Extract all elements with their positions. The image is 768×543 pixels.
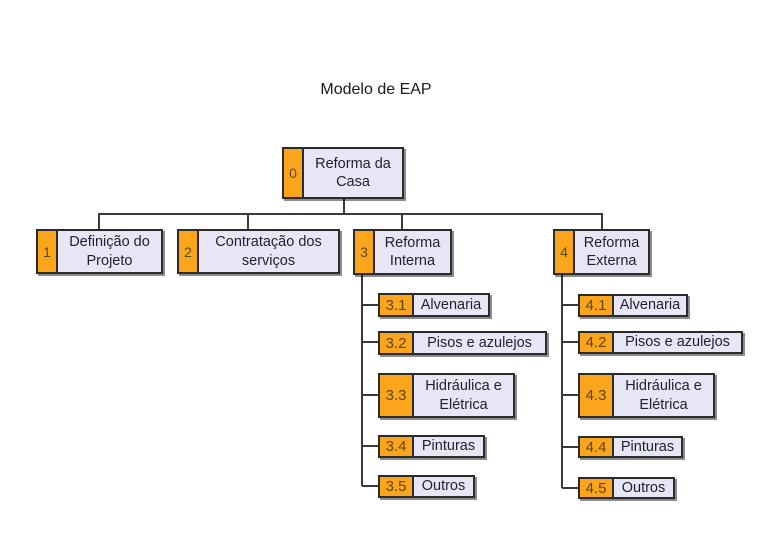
connector-stub-4-3 [562, 394, 578, 396]
node-label: Definição do Projeto [69, 234, 150, 269]
node-label: Pinturas [620, 438, 675, 455]
connector-spine-3 [361, 275, 363, 486]
connector-stub-3-5 [362, 485, 378, 487]
wbs-node-3-4: 3.4 Pinturas [378, 435, 485, 458]
connector-stub-3-2 [362, 341, 378, 343]
node-number: 3.4 [380, 437, 414, 456]
node-label: Pisos e azulejos [427, 334, 532, 351]
connector-drop-n2 [247, 213, 249, 229]
node-label: Hidráulica e Elétrica [625, 378, 702, 413]
wbs-node-2: 2 Contratação dos serviços [177, 229, 340, 274]
connector-stub-4-4 [562, 446, 578, 448]
wbs-node-3-1: 3.1 Alvenaria [378, 293, 490, 317]
node-number: 2 [179, 231, 199, 272]
connector-drop-n3 [401, 213, 403, 229]
node-number: 4.2 [580, 333, 614, 352]
wbs-node-4-2: 4.2 Pisos e azulejos [578, 331, 743, 354]
wbs-node-4-1: 4.1 Alvenaria [578, 294, 688, 317]
node-number: 4.1 [580, 296, 614, 315]
node-label: Reforma Externa [583, 234, 640, 269]
node-label: Hidráulica e Elétrica [425, 378, 502, 413]
wbs-node-3-5: 3.5 Outros [378, 475, 475, 498]
wbs-node-4-4: 4.4 Pinturas [578, 436, 683, 458]
node-label: Alvenaria [420, 296, 482, 313]
wbs-node-0: 0 Reforma da Casa [282, 147, 404, 199]
node-label: Pisos e azulejos [625, 334, 730, 351]
node-number: 1 [38, 231, 58, 272]
connector-drop-n4 [601, 213, 603, 229]
node-number: 4.4 [580, 438, 614, 456]
node-label: Pinturas [421, 438, 476, 455]
wbs-node-1: 1 Definição do Projeto [36, 229, 163, 274]
connector-drop-n1 [98, 213, 100, 229]
node-number: 3.3 [380, 375, 414, 416]
wbs-node-4: 4 Reforma Externa [553, 229, 650, 275]
connector-stub-3-4 [362, 445, 378, 447]
connector-bus [98, 213, 603, 215]
node-label: Contratação dos serviços [215, 234, 322, 269]
connector-stub-3-3 [362, 394, 378, 396]
node-label: Alvenaria [619, 297, 681, 314]
diagram-title: Modelo de EAP [320, 81, 432, 98]
wbs-node-4-5: 4.5 Outros [578, 477, 675, 499]
node-number: 4 [555, 231, 575, 273]
wbs-node-3-3: 3.3 Hidráulica e Elétrica [378, 373, 515, 418]
connector-root-drop [343, 199, 345, 214]
connector-stub-4-5 [562, 487, 578, 489]
connector-stub-4-1 [562, 304, 578, 306]
node-number: 0 [284, 149, 304, 197]
wbs-node-4-3: 4.3 Hidráulica e Elétrica [578, 373, 715, 418]
node-number: 4.3 [580, 375, 614, 416]
node-number: 3.5 [380, 477, 414, 496]
wbs-node-3-2: 3.2 Pisos e azulejos [378, 331, 547, 355]
node-label: Reforma da Casa [315, 155, 391, 190]
node-number: 3.2 [380, 333, 414, 353]
node-label: Reforma Interna [384, 234, 441, 269]
node-number: 3 [355, 231, 375, 273]
connector-stub-3-1 [362, 304, 378, 306]
connector-stub-4-2 [562, 341, 578, 343]
node-label: Outros [621, 479, 666, 496]
node-number: 3.1 [380, 295, 414, 315]
node-label: Outros [421, 478, 466, 495]
connector-spine-4 [561, 275, 563, 488]
node-number: 4.5 [580, 479, 614, 497]
wbs-node-3: 3 Reforma Interna [353, 229, 452, 275]
